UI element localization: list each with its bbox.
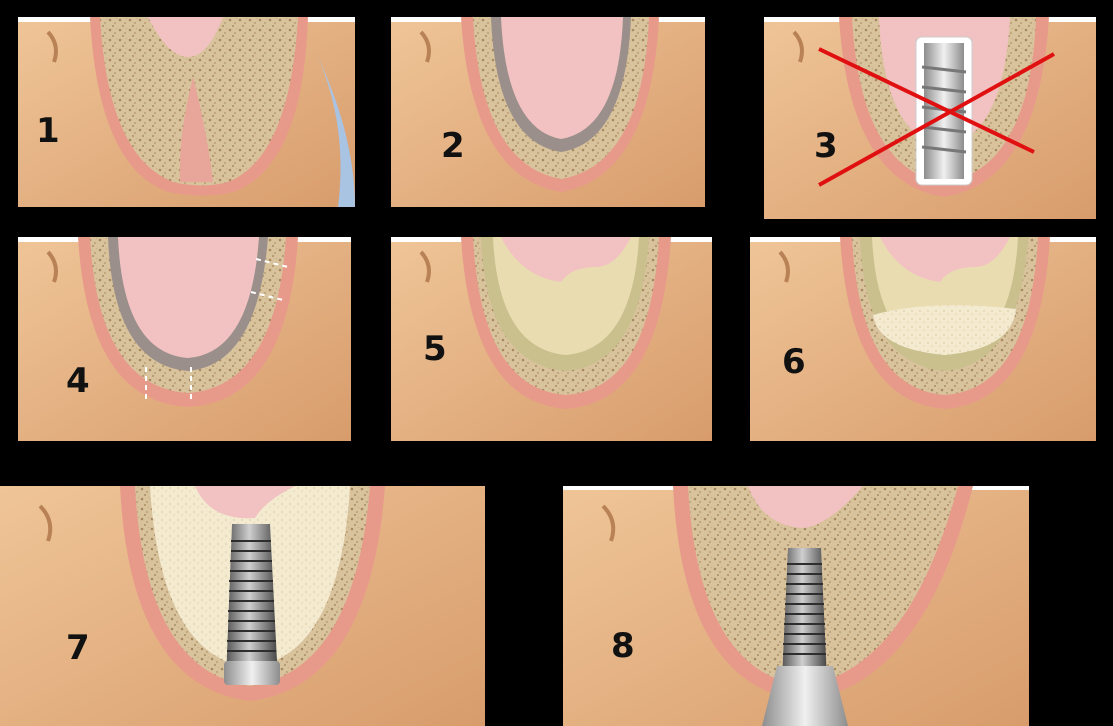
panel-5: 5	[391, 237, 712, 441]
bone-socket-scene-4	[18, 237, 351, 441]
panel-3-label: 3	[814, 129, 838, 163]
panel-3: 3	[764, 17, 1096, 219]
panel-2-label: 2	[441, 129, 465, 163]
implant-scene-8	[563, 486, 1029, 726]
panel-7-label: 7	[66, 631, 90, 665]
panel-1: 1	[18, 17, 355, 207]
panel-4-label: 4	[66, 364, 90, 398]
panel-1-label: 1	[36, 114, 60, 148]
implant-scene-7	[0, 486, 485, 726]
bone-socket-scene-2	[391, 17, 705, 207]
panel-2: 2	[391, 17, 705, 207]
panel-8: 8	[563, 486, 1029, 726]
panel-8-label: 8	[611, 629, 635, 663]
panel-5-label: 5	[423, 332, 447, 366]
panel-4: 4	[18, 237, 351, 441]
panel-6-label: 6	[782, 345, 806, 379]
panel-6: 6	[750, 237, 1096, 441]
bone-socket-scene-3	[764, 17, 1096, 219]
panel-7: 7	[0, 486, 485, 726]
bone-socket-scene-6	[750, 237, 1096, 441]
bone-socket-scene-1	[18, 17, 355, 207]
